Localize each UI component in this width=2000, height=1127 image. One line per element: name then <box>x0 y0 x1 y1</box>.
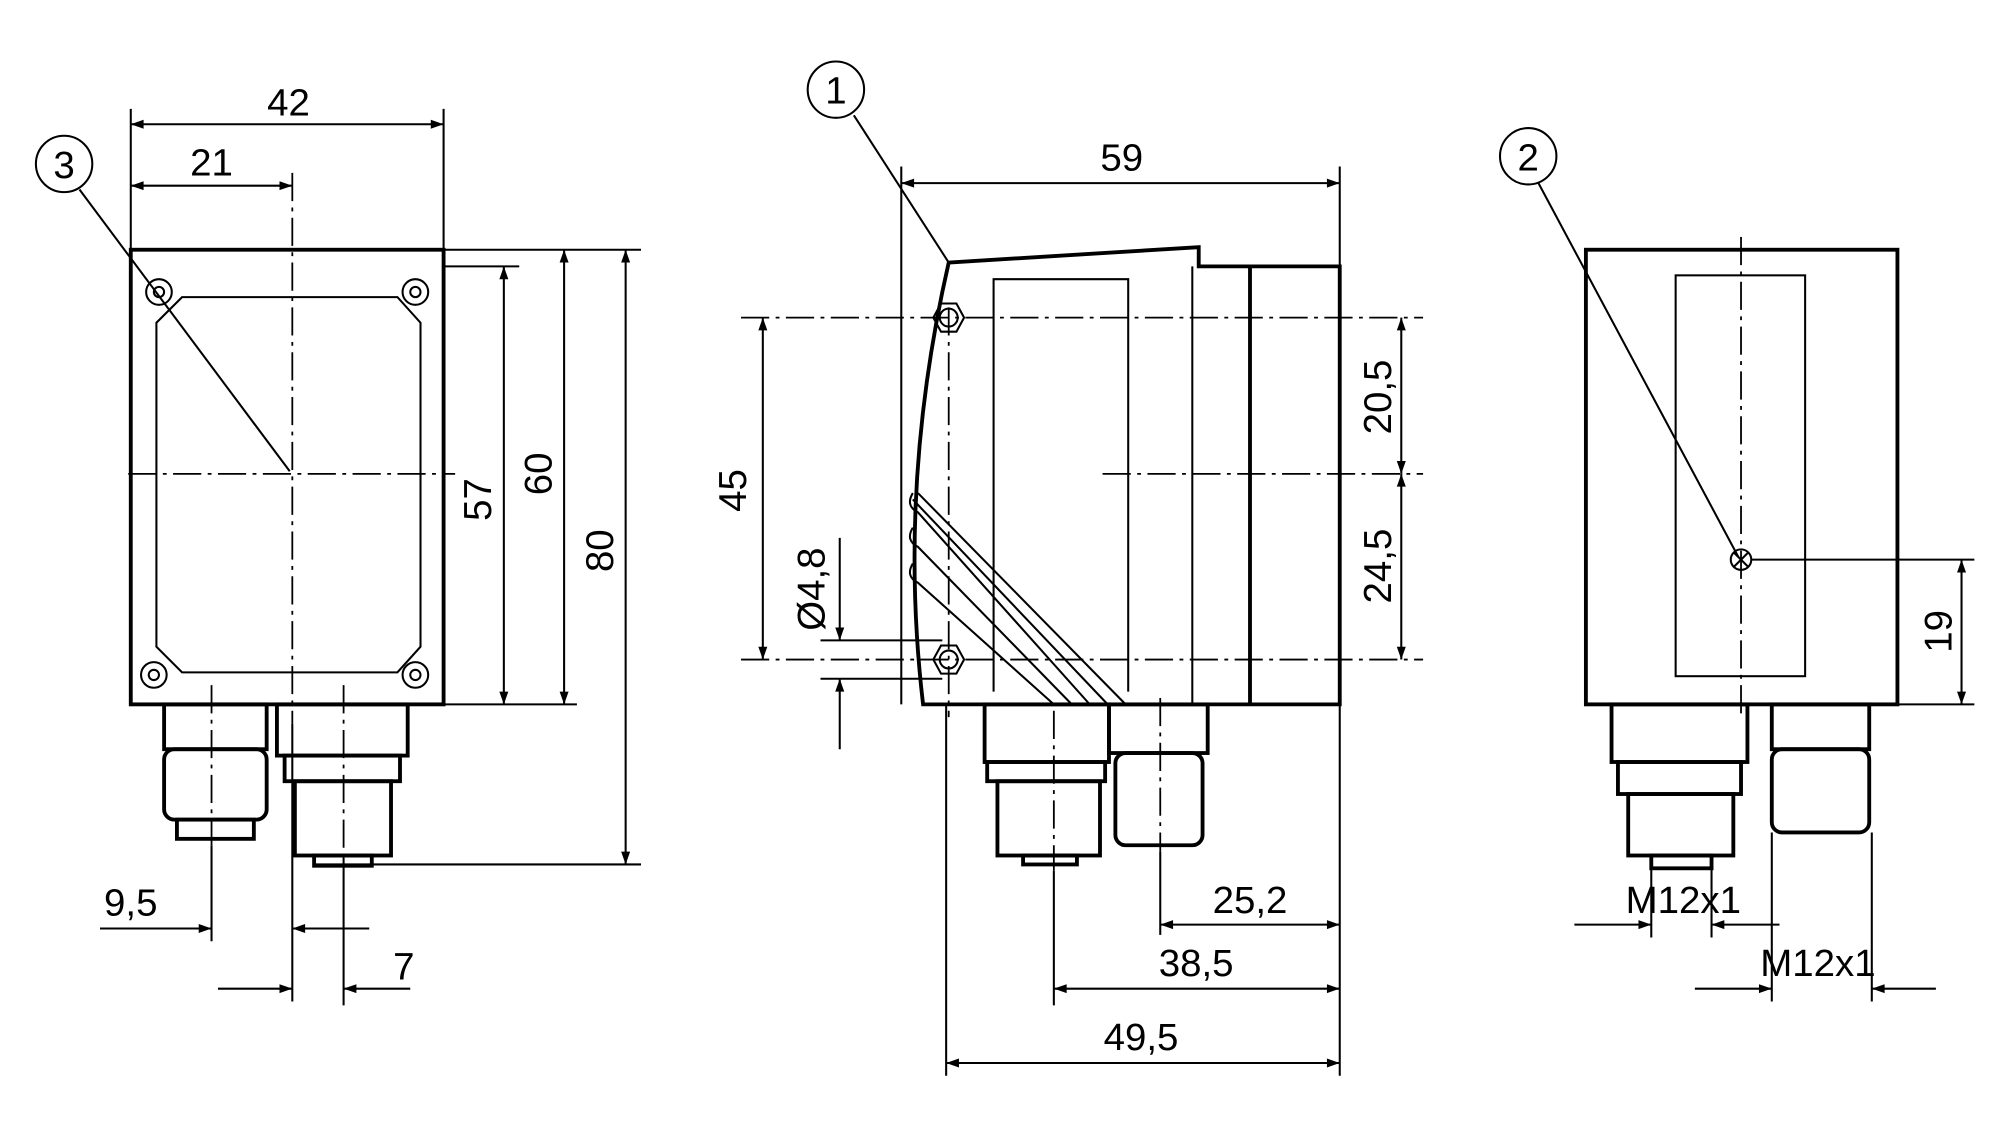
dim-19: 19 <box>1917 610 1960 653</box>
callout-2: 2 <box>1518 136 1539 179</box>
rear-view: 19 M12x1 M12x1 2 <box>1498 127 1975 1002</box>
dim-59: 59 <box>1100 136 1143 179</box>
dim-60: 60 <box>517 452 560 495</box>
side-view: 59 45 20,5 24,5 Ø4,8 25,2 38,5 49,5 1 <box>712 60 1424 1076</box>
dim-24-5: 24,5 <box>1357 529 1400 604</box>
dim-9-5: 9,5 <box>104 882 157 925</box>
callout-1: 1 <box>825 70 846 113</box>
dim-57: 57 <box>457 478 500 521</box>
dim-diameter-4-8: Ø4,8 <box>790 547 833 630</box>
callout-3: 3 <box>53 144 74 187</box>
thread-m12x1-left: M12x1 <box>1626 879 1741 922</box>
dim-7: 7 <box>393 946 414 989</box>
front-view: 42 21 57 60 80 9,5 7 3 <box>34 81 642 1006</box>
dim-49-5: 49,5 <box>1104 1016 1179 1059</box>
dim-21: 21 <box>190 141 233 184</box>
dim-80: 80 <box>579 529 622 572</box>
dim-25-2: 25,2 <box>1213 879 1288 922</box>
dim-20-5: 20,5 <box>1357 360 1400 435</box>
dim-45: 45 <box>712 469 755 512</box>
dim-42: 42 <box>267 81 310 124</box>
thread-m12x1-right: M12x1 <box>1760 942 1875 985</box>
dim-38-5: 38,5 <box>1159 942 1234 985</box>
